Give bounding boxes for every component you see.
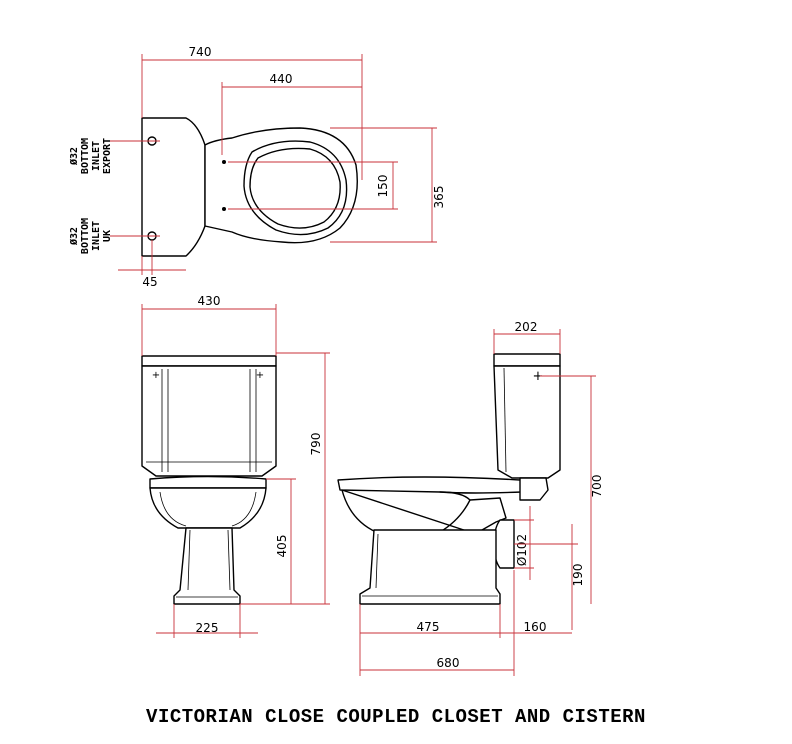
side-connector xyxy=(519,477,549,501)
front-view: + + 430 790 405 225 xyxy=(141,294,330,638)
side-cistern-lid xyxy=(493,353,561,367)
dim-side-outlet-height: 190 xyxy=(571,564,585,587)
dim-front-cistern-width: 430 xyxy=(198,294,221,308)
side-bowl-rim xyxy=(439,491,471,501)
front-cistern-lid xyxy=(141,355,277,367)
plan-fixing-hole-top xyxy=(222,160,226,164)
plan-seat-inner xyxy=(249,147,341,229)
dim-front-height: 790 xyxy=(309,433,323,456)
side-pedestal xyxy=(359,529,501,605)
side-trap xyxy=(493,519,515,569)
plan-seat-ring xyxy=(243,140,348,236)
dim-top-width: 365 xyxy=(432,186,446,209)
side-cistern-button: + xyxy=(533,369,544,384)
side-bowl xyxy=(341,489,507,535)
dim-top-fix-spacing: 150 xyxy=(376,175,390,198)
svg-text:INLET: INLET xyxy=(91,141,102,171)
plan-view: 740 440 150 365 45 Ø32 BOTTOM INLET EXPO… xyxy=(68,45,446,289)
front-pedestal xyxy=(173,527,241,605)
svg-text:BOTTOM: BOTTOM xyxy=(80,218,91,254)
dim-front-seat-height: 405 xyxy=(275,535,289,558)
svg-text:EXPORT: EXPORT xyxy=(102,138,113,174)
dim-side-overall: 680 xyxy=(437,656,460,670)
front-cistern-screw-left: + xyxy=(152,370,160,381)
svg-text:Ø32: Ø32 xyxy=(68,227,80,246)
side-view: + 202 700 Ø102 190 475 xyxy=(337,320,604,676)
dim-top-bowl: 440 xyxy=(270,72,293,86)
dim-side-outlet: Ø102 xyxy=(515,534,529,566)
dim-top-overall: 740 xyxy=(189,45,212,59)
svg-text:BOTTOM: BOTTOM xyxy=(80,138,91,174)
front-cistern-body xyxy=(141,365,277,477)
svg-text:Ø32: Ø32 xyxy=(68,147,80,166)
note-inlet-uk: Ø32 BOTTOM INLET UK xyxy=(68,218,113,254)
plan-bowl-outer xyxy=(204,127,358,244)
drawing-title: VICTORIAN CLOSE COUPLED CLOSET AND CISTE… xyxy=(146,706,646,728)
plan-fixing-hole-bottom xyxy=(222,207,226,211)
front-cistern-screw-right: + xyxy=(256,370,264,381)
svg-text:INLET: INLET xyxy=(91,221,102,251)
svg-text:UK: UK xyxy=(102,230,113,242)
note-inlet-export: Ø32 BOTTOM INLET EXPORT xyxy=(68,138,113,174)
side-seat xyxy=(337,476,523,494)
front-bowl xyxy=(149,487,267,529)
front-seat xyxy=(149,475,267,489)
dim-side-projection: 475 xyxy=(417,620,440,634)
dim-side-cistern-height: 700 xyxy=(590,475,604,498)
dim-front-pedestal: 225 xyxy=(196,621,219,635)
dim-side-cistern-depth: 202 xyxy=(515,320,538,334)
dim-top-offset: 45 xyxy=(142,275,157,289)
dim-side-back: 160 xyxy=(524,620,547,634)
side-cistern-body xyxy=(493,365,561,479)
